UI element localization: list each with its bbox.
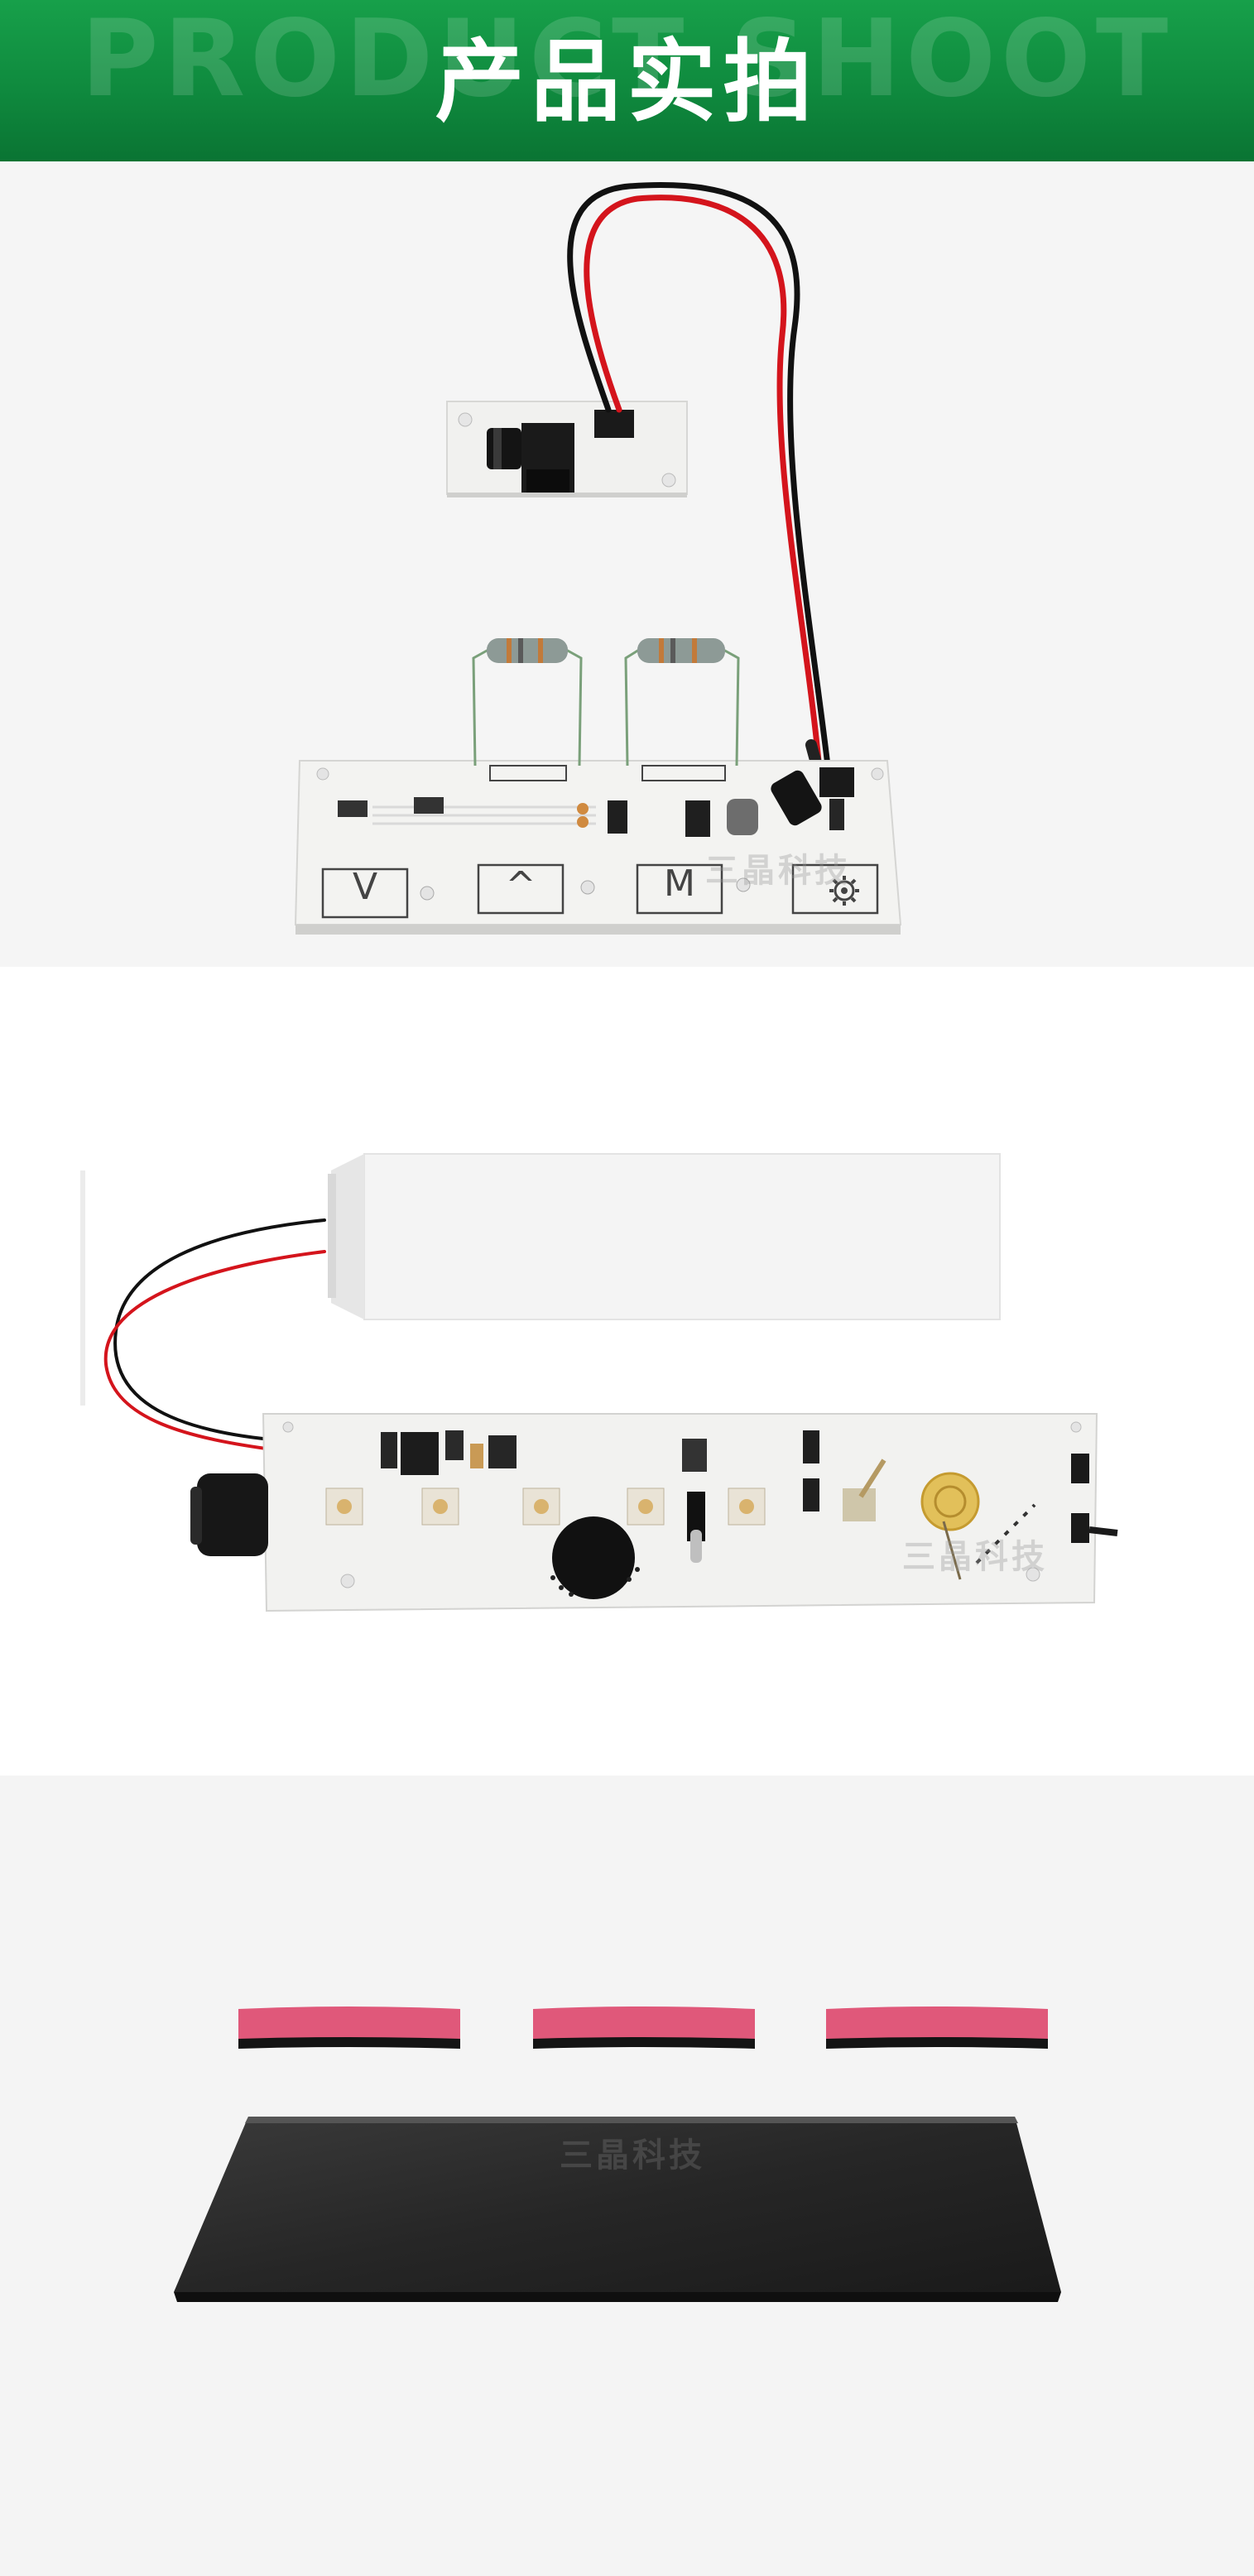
header-banner: PRODUCT SHOOT 产品实拍 xyxy=(0,0,1254,161)
gear-icon xyxy=(829,876,859,906)
banner-chinese-title: 产品实拍 xyxy=(435,31,819,134)
photo-section-glass-panel: 三晶科技 xyxy=(0,1776,1254,2576)
light-button-outline xyxy=(791,863,879,915)
mode-button-outline xyxy=(636,863,723,915)
control-board-photo xyxy=(294,182,902,935)
foam-strips xyxy=(238,2006,1048,2049)
glass-panel-photo xyxy=(174,2006,1061,2302)
glass-panel xyxy=(174,2117,1061,2302)
down-button-label: V xyxy=(352,866,378,908)
photo-section-control-board: V ^ M 三晶科技 xyxy=(0,161,1254,967)
brand-watermark-3: 三晶科技 xyxy=(560,2136,705,2175)
up-button-label: ^ xyxy=(505,864,536,906)
tactile-switches xyxy=(325,1487,766,1526)
up-button-outline xyxy=(477,863,565,915)
el-panel xyxy=(80,1153,1001,1406)
brand-watermark-1: 三晶科技 xyxy=(705,852,851,890)
banner-english-title: PRODUCT SHOOT xyxy=(80,0,1174,121)
power-jack-board xyxy=(446,401,688,497)
brand-watermark-2: 三晶科技 xyxy=(902,1538,1048,1576)
sensor-pcb xyxy=(190,1413,1118,1612)
down-button-outline xyxy=(321,867,409,919)
sensor-board-photo xyxy=(80,1153,1118,1612)
mode-button-label: M xyxy=(664,863,695,905)
photo-section-sensor-board: 三晶科技 xyxy=(0,967,1254,1776)
panel-wires xyxy=(103,1218,326,1452)
keypad-buttons xyxy=(321,863,879,919)
